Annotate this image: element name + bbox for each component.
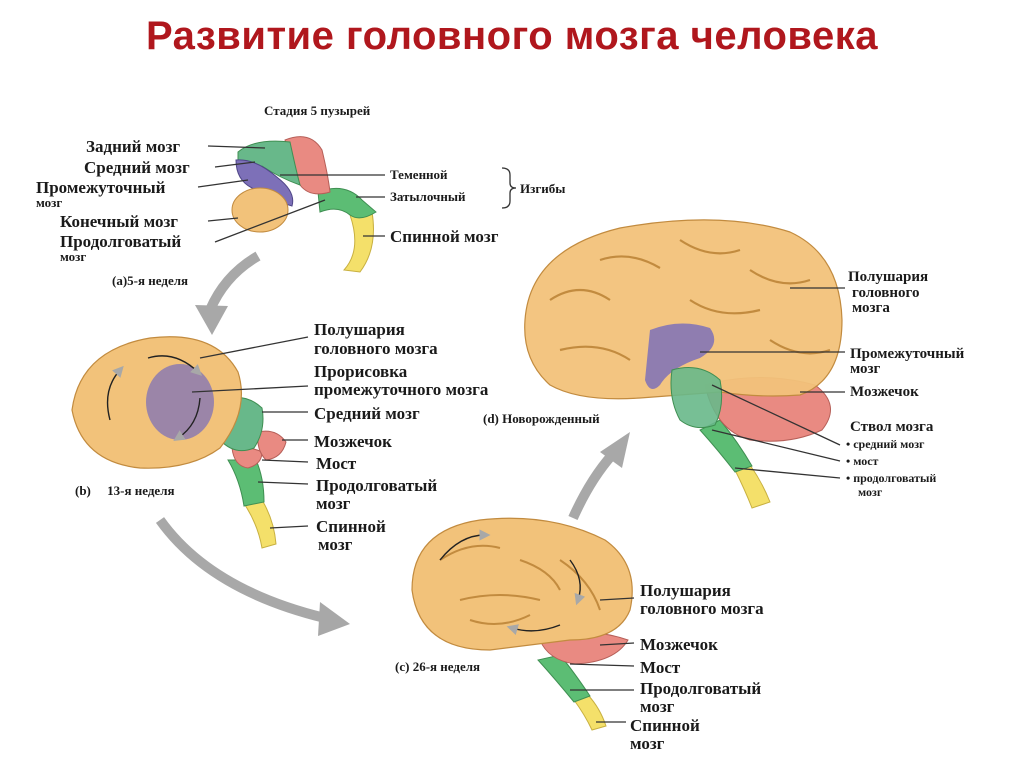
label-spinal-b-line2: мозг	[318, 535, 353, 554]
label-medulla-c-line1: Продолговатый	[640, 679, 762, 698]
label-medulla-b-line1: Продолговатый	[316, 476, 438, 495]
caption-d-letter: (d)	[483, 411, 499, 426]
page-title: Развитие головного мозга человека	[146, 14, 878, 58]
label-parietal-flexure: Теменной	[390, 167, 448, 182]
stage-d-leaders	[700, 287, 845, 479]
label-diencephalon-d-line1: Промежуточный	[850, 346, 965, 362]
label-spinal-b-line1: Спинной	[316, 517, 386, 536]
stage-b-spinal-cord	[244, 499, 277, 549]
stage-a-medulla	[317, 187, 377, 219]
label-hemispheres-b-line1: Полушария	[314, 320, 405, 339]
stage-b-diencephalon-outline	[146, 364, 214, 440]
stage-a-embryo	[231, 136, 377, 273]
stage-c-spinal-cord	[573, 694, 607, 731]
label-hindbrain-a: Задний мозг	[86, 137, 181, 156]
label-spinal-cord-a: Спинной мозг	[390, 227, 499, 246]
label-diencephalon-d-line2: мозг	[850, 361, 881, 377]
label-medulla-c-line2: мозг	[640, 697, 675, 716]
label-brainstem-d: Ствол мозга	[850, 419, 934, 435]
label-diencephalon-outline-b-line2: промежуточного мозга	[314, 380, 489, 399]
label-hemispheres-d-line1: Полушария	[848, 269, 929, 285]
label-hemispheres-b-line2: головного мозга	[314, 339, 438, 358]
caption-b-text: 13-я неделя	[107, 483, 175, 498]
stage-b-medulla	[227, 459, 265, 507]
stage-d-medulla	[699, 419, 753, 473]
caption-d: (d) Новорожденный	[483, 412, 600, 425]
label-hemispheres-c-line1: Полушария	[640, 581, 731, 600]
label-medulla-d-line2: мозг	[858, 485, 883, 499]
label-spinal-c-line2: мозг	[630, 734, 665, 753]
stage-a-spinal-cord	[342, 211, 374, 273]
label-occipital-flexure: Затылочный	[390, 189, 466, 204]
stage-c-brain	[411, 517, 633, 731]
stage-b-cerebellum	[257, 430, 287, 461]
caption-c-text: 26-я неделя	[412, 659, 481, 674]
stage-a-heading: Стадия 5 пузырей	[264, 103, 371, 118]
caption-a-text: 5-я неделя	[127, 273, 189, 288]
label-midbrain-b: Средний мозг	[314, 404, 420, 423]
caption-c-letter: (c)	[395, 659, 410, 674]
stage-b-leaders	[191, 336, 309, 529]
stage-b-brain	[71, 336, 287, 549]
label-flexures: Изгибы	[520, 181, 566, 196]
label-medulla-b-line2: мозг	[316, 494, 351, 513]
label-cerebellum-c: Мозжечок	[640, 635, 718, 654]
label-pons-c: Мост	[640, 658, 681, 677]
label-midbrain-a: Средний мозг	[84, 158, 190, 177]
caption-b: (b) 13-я неделя	[75, 484, 175, 497]
label-midbrain-d: • средний мозг	[846, 437, 925, 451]
caption-c: (c) 26-я неделя	[395, 660, 480, 673]
stage-a-leaders	[197, 145, 517, 243]
label-spinal-c-line1: Спинной	[630, 716, 700, 735]
label-hemispheres-c-line2: головного мозга	[640, 599, 764, 618]
label-hemispheres-d-line3: мозга	[852, 300, 890, 316]
caption-d-text: Новорожденный	[502, 411, 600, 426]
caption-b-letter: (b)	[75, 483, 91, 498]
arrow-c-to-d	[568, 451, 616, 521]
stage-d-spinal-cord	[734, 464, 771, 509]
stage-a-telencephalon	[231, 187, 289, 233]
label-pons-d: • мост	[846, 454, 879, 468]
label-pons-b: Мост	[316, 454, 357, 473]
arrow-a-to-b	[205, 251, 261, 313]
stage-d-diencephalon	[645, 323, 715, 389]
arrow-b-to-c	[155, 517, 327, 623]
stage-d-hemisphere	[524, 219, 843, 400]
transition-arrows	[155, 251, 630, 636]
stage-c-hemisphere	[411, 517, 633, 651]
caption-a: (a)5-я неделя	[112, 274, 188, 287]
label-medulla-a-line2: мозг	[60, 249, 87, 264]
label-diencephalon-a-line2: мозг	[36, 195, 63, 210]
stage-c-leaders	[569, 597, 635, 723]
stage-d-brainstem	[670, 367, 723, 429]
caption-a-letter: (a)	[112, 273, 128, 288]
label-medulla-a-line1: Продолговатый	[60, 232, 182, 251]
label-cerebellum-b: Мозжечок	[314, 432, 392, 451]
label-diencephalon-outline-b-line1: Прорисовка	[314, 362, 408, 381]
label-diencephalon-a-line1: Промежуточный	[36, 178, 166, 197]
label-hemispheres-d-line2: головного	[852, 285, 920, 301]
stage-d-brain	[524, 219, 843, 509]
label-telencephalon-a: Конечный мозг	[60, 212, 179, 231]
label-medulla-d-line1: • продолговатый	[846, 471, 937, 485]
label-cerebellum-d: Мозжечок	[850, 384, 919, 400]
